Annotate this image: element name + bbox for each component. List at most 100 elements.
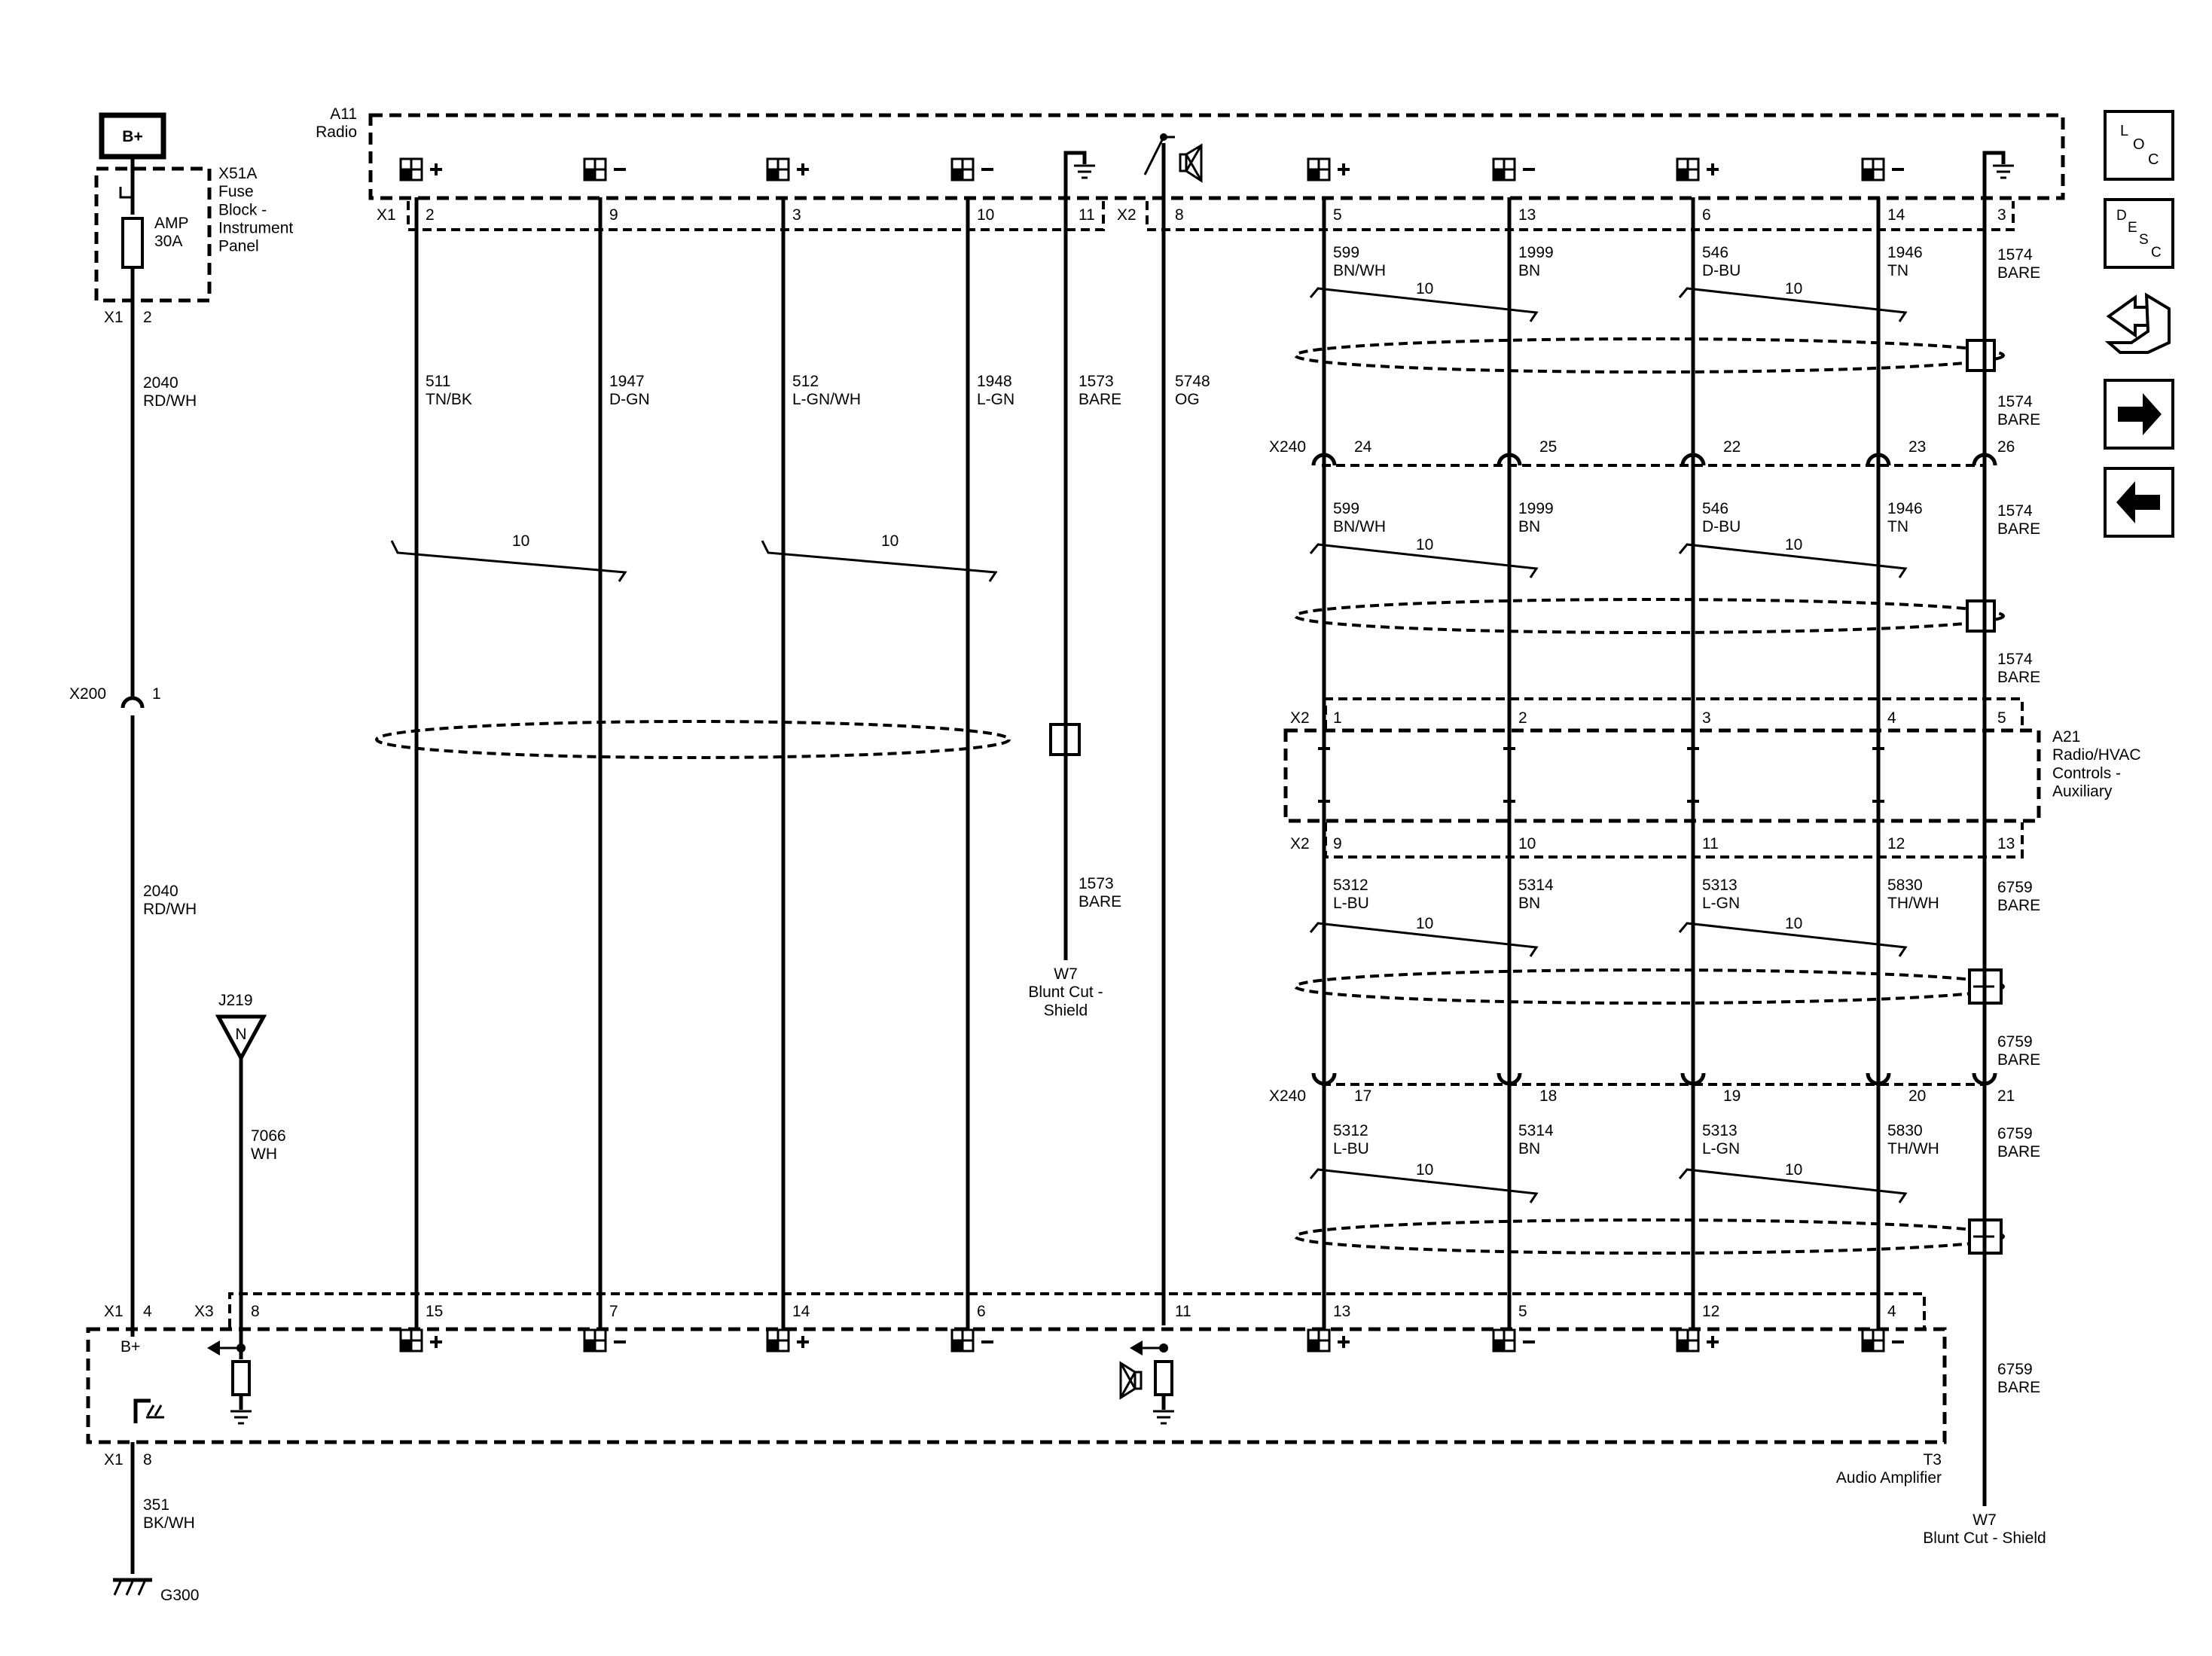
- loc-label-o: O: [2133, 136, 2145, 153]
- svg-text:S: S: [2139, 232, 2149, 248]
- x240-top-label: X240: [1269, 438, 1306, 456]
- x240-top-pin: 24: [1354, 438, 1372, 456]
- radio-pin: 13: [1518, 206, 1536, 224]
- left-drain-pin: 11: [1079, 206, 1095, 224]
- right-twist-label: 10: [1785, 536, 1802, 554]
- amp-pin: 6: [977, 1303, 986, 1320]
- fuse-icon: [121, 217, 144, 269]
- a21-input-pin: 1: [1333, 709, 1342, 727]
- wrench-icon[interactable]: [2104, 292, 2171, 354]
- right-twist-label: 10: [1416, 280, 1433, 297]
- radio-connector-icon: [1861, 157, 1885, 181]
- x240-top-pin: 22: [1723, 438, 1741, 456]
- left-twist-2: 10: [881, 532, 899, 550]
- radio-pin: 9: [609, 206, 618, 224]
- amp-pin: 13: [1333, 1303, 1350, 1320]
- amp-conn-x1-ground: X1: [104, 1451, 124, 1468]
- amp-connector-icon: [1492, 1328, 1516, 1353]
- a21-out-polarity: [1687, 795, 1699, 807]
- right-twist-label: 10: [1416, 1161, 1433, 1179]
- amp-ground-pin: 8: [143, 1451, 152, 1468]
- a21-out-polarity: [1318, 795, 1330, 807]
- a21-in-polarity: [1687, 743, 1699, 755]
- radio-connector-icon: [399, 157, 423, 181]
- loc-label-l: L: [2120, 123, 2128, 139]
- ground-g300-icon: [113, 1578, 152, 1596]
- a21-output-pin: 10: [1518, 835, 1536, 852]
- radio-pin: 10: [977, 206, 994, 224]
- amp-pin: 14: [792, 1303, 810, 1320]
- radio-polarity-sign: [1707, 163, 1719, 175]
- shield-a21-out: 13: [1997, 835, 2015, 852]
- shield-x240-bot: 21: [1997, 1087, 2015, 1105]
- x240-bottom-pin: 17: [1354, 1087, 1371, 1105]
- amp-speaker-icon: [1119, 1361, 1143, 1400]
- amp-connector-icon: [1861, 1328, 1885, 1353]
- x240-top-pin: 25: [1539, 438, 1557, 456]
- radio-polarity-sign: [797, 163, 809, 175]
- amp-pin: 5: [1518, 1303, 1527, 1320]
- radio-pin: 5: [1333, 206, 1342, 224]
- amplifier-outline: [86, 1327, 1947, 1444]
- radio-antenna-pin: 8: [1175, 206, 1184, 224]
- radio-connector-icon: [583, 157, 607, 181]
- left-twist-1: 10: [512, 532, 529, 550]
- radio-connector-icon: [1307, 157, 1331, 181]
- desc-button[interactable]: D E S C: [2104, 198, 2174, 269]
- radio-pin: 2: [426, 206, 435, 224]
- radio-pin: 3: [792, 206, 801, 224]
- amp-polarity-sign: [797, 1336, 809, 1348]
- radio-polarity-sign: [1338, 163, 1350, 175]
- antenna-symbol: N: [235, 1026, 246, 1043]
- x240-bottom-pin: 19: [1723, 1087, 1741, 1105]
- loc-button[interactable]: L O C: [2104, 110, 2174, 181]
- radio-outline: [368, 113, 2065, 200]
- right-twist-label: 10: [1785, 915, 1802, 932]
- fuse-connector: X1: [104, 309, 124, 326]
- radio-pin: 14: [1887, 206, 1905, 224]
- amp-conn-x1: X1: [104, 1303, 124, 1320]
- arrow-right-icon[interactable]: [2104, 379, 2174, 450]
- a21-output-pin: 11: [1702, 835, 1719, 852]
- arrow-left-icon[interactable]: [2104, 467, 2174, 538]
- amp-audio-pin: 11: [1175, 1303, 1191, 1320]
- fuse-pin: 2: [143, 309, 152, 326]
- right-twist-label: 10: [1785, 1161, 1802, 1179]
- right-twist-label: 10: [1416, 915, 1433, 932]
